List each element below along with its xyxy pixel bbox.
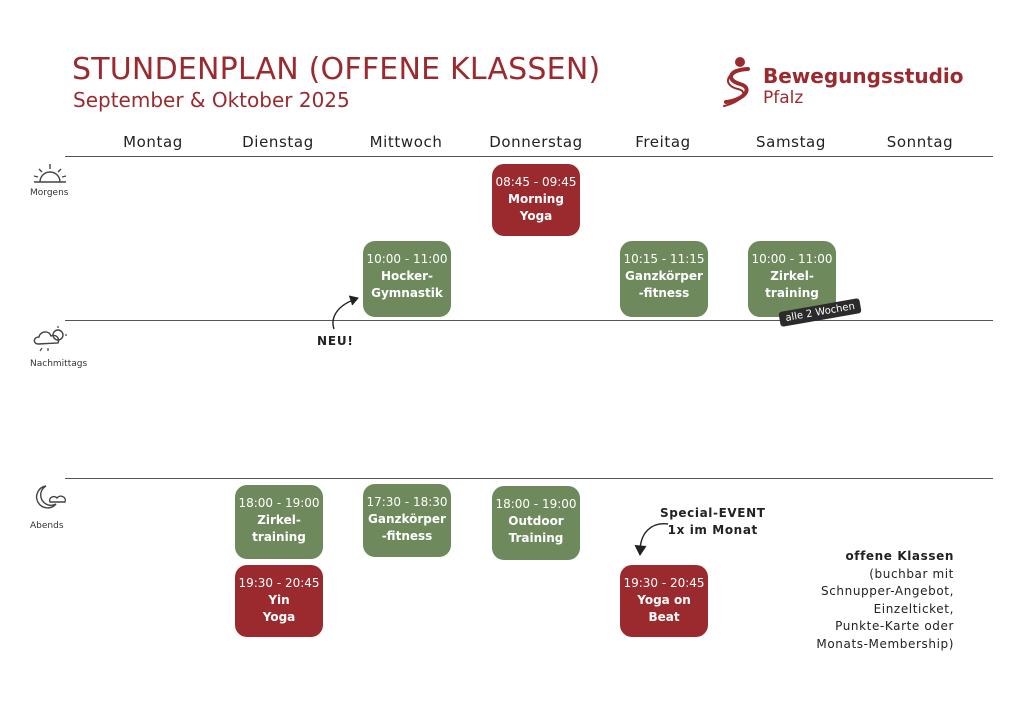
class-time: 17:30 - 18:30 [366, 495, 448, 509]
day-header-donnerstag: Donnerstag [489, 133, 583, 151]
info-line: Punkte-Karte oder [835, 619, 954, 633]
note-special-line2: 1x im Monat [667, 523, 758, 537]
class-name-line2: Gymnastik [371, 286, 443, 300]
class-time: 10:00 - 11:00 [366, 252, 448, 266]
class-time: 08:45 - 09:45 [495, 175, 577, 189]
arrow-special-icon [634, 523, 669, 556]
class-name-line1: Ganzkörper [625, 269, 703, 283]
info-open-classes: offene Klassen (buchbar mit Schnupper-An… [816, 548, 954, 653]
class-time: 19:30 - 20:45 [623, 576, 705, 590]
sunrise-icon [33, 164, 67, 183]
period-label-morning: Morgens [30, 188, 69, 198]
class-name-line2: Yoga [262, 610, 296, 624]
class-time: 10:00 - 11:00 [751, 252, 833, 266]
class-name-line1: Ganzkörper [368, 512, 446, 526]
page-subtitle: September & Oktober 2025 [73, 88, 350, 112]
class-card-zirkeltraining-tue[interactable]: 18:00 - 19:00 Zirkel- training [235, 485, 323, 559]
class-card-ganzkoerper-fitness-fri[interactable]: 10:15 - 11:15 Ganzkörper -fitness [620, 241, 708, 317]
class-name-line2: training [765, 286, 819, 300]
info-line: (buchbar mit [869, 566, 954, 581]
class-card-yoga-on-beat[interactable]: 19:30 - 20:45 Yoga on Beat [620, 565, 708, 637]
class-name-line1: Zirkel- [257, 513, 301, 527]
day-header-sonntag: Sonntag [886, 133, 954, 151]
class-name-line1: Zirkel- [770, 269, 814, 283]
period-label-evening: Abends [30, 521, 64, 531]
class-name-line1: Hocker- [380, 269, 434, 283]
class-name-line1: Morning [508, 192, 564, 206]
class-time: 18:00 - 19:00 [238, 496, 320, 510]
day-header-samstag: Samstag [756, 133, 826, 151]
class-time: 19:30 - 20:45 [238, 576, 320, 590]
class-card-ganzkoerper-fitness-wed[interactable]: 17:30 - 18:30 Ganzkörper -fitness [363, 484, 451, 557]
class-name-line1: Yin [268, 593, 290, 607]
brand-name: Bewegungsstudio [763, 64, 964, 88]
period-label-afternoon: Nachmittags [30, 359, 88, 369]
class-name-line2: Yoga [519, 209, 553, 223]
class-name-line1: Outdoor [508, 514, 564, 528]
class-card-hocker-gymnastik[interactable]: 10:00 - 11:00 Hocker- Gymnastik [363, 241, 451, 317]
class-time: 18:00 - 19:00 [495, 497, 577, 511]
note-new: NEU! [317, 334, 354, 348]
brand-sub: Pfalz [763, 88, 804, 108]
cloud-sun-icon [33, 326, 67, 352]
divider-header [65, 156, 993, 157]
class-card-morning-yoga[interactable]: 08:45 - 09:45 Morning Yoga [492, 164, 580, 236]
note-special-line1: Special-EVENT [660, 506, 766, 520]
class-name-line2: training [252, 530, 306, 544]
class-name-line2: -fitness [638, 286, 690, 300]
info-line: Einzelticket, [873, 601, 954, 616]
info-line: Monats-Membership) [816, 636, 954, 651]
class-name-line2: Beat [648, 610, 680, 624]
divider-afternoon-evening [65, 478, 993, 479]
divider-morning-afternoon [65, 320, 993, 321]
class-name-line2: Training [508, 531, 564, 545]
info-head: offene Klassen [845, 549, 954, 563]
moon-cloud-icon [35, 485, 67, 509]
class-card-yin-yoga[interactable]: 19:30 - 20:45 Yin Yoga [235, 565, 323, 637]
class-name-line1: Yoga on [637, 593, 691, 607]
class-name-line2: -fitness [381, 529, 433, 543]
arrow-neu-icon [332, 295, 359, 330]
day-header-mittwoch: Mittwoch [369, 133, 443, 151]
class-card-zirkeltraining-sat[interactable]: 10:00 - 11:00 Zirkel- training [748, 241, 836, 317]
info-line: Schnupper-Angebot, [821, 584, 954, 598]
page-title: STUNDENPLAN (OFFENE KLASSEN) [72, 52, 601, 87]
brand-logo-icon [723, 57, 750, 107]
day-header-freitag: Freitag [635, 133, 691, 151]
class-time: 10:15 - 11:15 [623, 252, 705, 266]
note-special-event: Special-EVENT 1x im Monat [660, 505, 766, 539]
class-card-outdoor-training[interactable]: 18:00 - 19:00 Outdoor Training [492, 486, 580, 560]
day-header-montag: Montag [123, 133, 183, 151]
day-header-dienstag: Dienstag [242, 133, 314, 151]
